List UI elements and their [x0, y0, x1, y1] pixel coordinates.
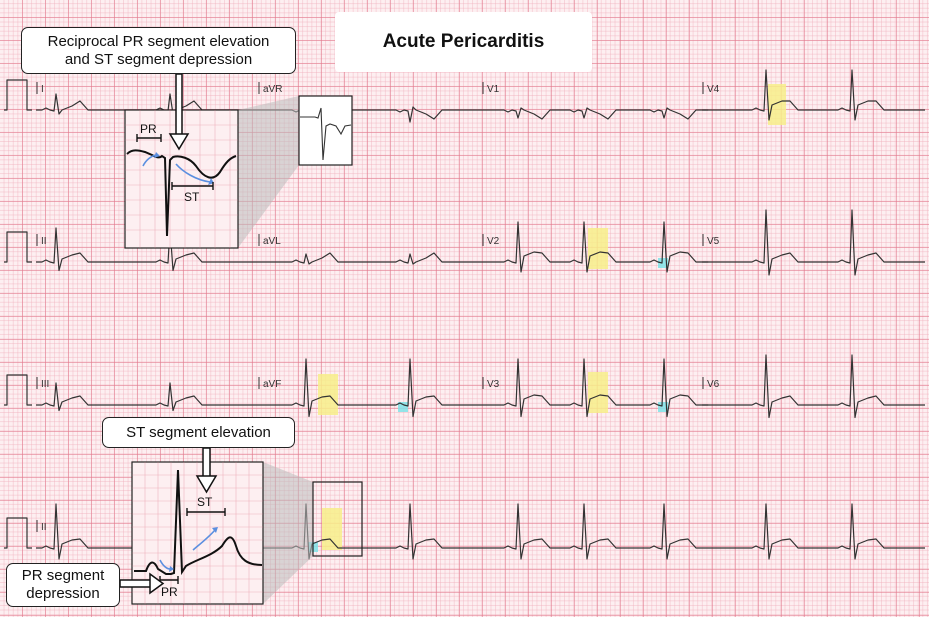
lead-label-avr-row1: aVR [263, 84, 282, 95]
lead-label-iii-row3: III [41, 379, 49, 390]
top-down-arrow [168, 73, 190, 151]
st-highlight-avf [318, 374, 338, 415]
trace-v6-row3 [702, 354, 925, 419]
st-elevation-callout-text: ST segment elevation [126, 424, 271, 441]
ii-zoom-panel: ST PR [131, 461, 264, 605]
pr-highlight-v5 [658, 258, 668, 268]
lead-label-v6-row3: V6 [707, 379, 720, 390]
bottom-st-label: ST [197, 495, 213, 509]
trace-avl-row2 [258, 252, 482, 265]
trace-v2-row2 [482, 221, 709, 273]
trace-ii-row2 [36, 227, 258, 272]
top-st-label: ST [184, 190, 200, 204]
title-box: Acute Pericarditis [335, 12, 592, 72]
lead-label-v1-row1: V1 [487, 84, 500, 95]
st-highlight-ii-rhythm [322, 508, 342, 550]
pr-highlight-v3 [658, 402, 668, 412]
st-highlight-v4 [768, 84, 786, 125]
lead-label-avf-row3: aVF [263, 379, 281, 390]
lead-label-ii-rhythm: II [41, 522, 47, 533]
lead-label-avl-row2: aVL [263, 236, 281, 247]
reciprocal-callout-line-2: and ST segment depression [64, 51, 253, 68]
pr-depression-callout: PR segment depression [6, 563, 120, 607]
lead-label-v3-row3: V3 [487, 379, 500, 390]
page-title: Acute Pericarditis [382, 31, 545, 52]
trace-iii-row3 [36, 382, 258, 412]
pr-depression-callout-line-2: depression [26, 585, 100, 602]
segment-highlights [308, 84, 786, 552]
reciprocal-callout: Reciprocal PR segment elevation and ST s… [21, 27, 296, 74]
trace-v1-row1 [482, 107, 709, 120]
bottom-pr-label: PR [161, 585, 178, 599]
lead-label-i-row1: I [41, 84, 44, 95]
calibration-pulse-row-2 [4, 231, 32, 263]
trace-v4-row1 [702, 69, 925, 121]
pr-highlight-avf [398, 402, 408, 412]
avr-zoom-source-box [238, 95, 353, 248]
calibration-pulse-row-3 [4, 374, 32, 406]
calibration-pulse-row-4 [4, 517, 32, 549]
pr-right-arrow [119, 572, 165, 595]
reciprocal-callout-line-1: Reciprocal PR segment elevation [47, 33, 270, 50]
st-highlight-v3 [588, 372, 608, 413]
lead-label-ii-row2: II [41, 236, 47, 247]
calibration-pulse-row-1 [4, 79, 32, 111]
trace-avf-row3 [258, 358, 482, 418]
st-highlight-v2 [588, 228, 608, 269]
lead-label-v4-row1: V4 [707, 84, 720, 95]
lead-label-v5-row2: V5 [707, 236, 720, 247]
lead-label-v2-row2: V2 [487, 236, 500, 247]
trace-v5-row2 [702, 209, 925, 276]
ii-zoom-source-box [263, 462, 363, 604]
pr-depression-callout-line-1: PR segment [21, 567, 105, 584]
top-pr-label: PR [140, 122, 157, 136]
st-elevation-callout: ST segment elevation [102, 417, 295, 448]
st-down-arrow [195, 447, 218, 494]
trace-v3-row3 [482, 358, 709, 418]
